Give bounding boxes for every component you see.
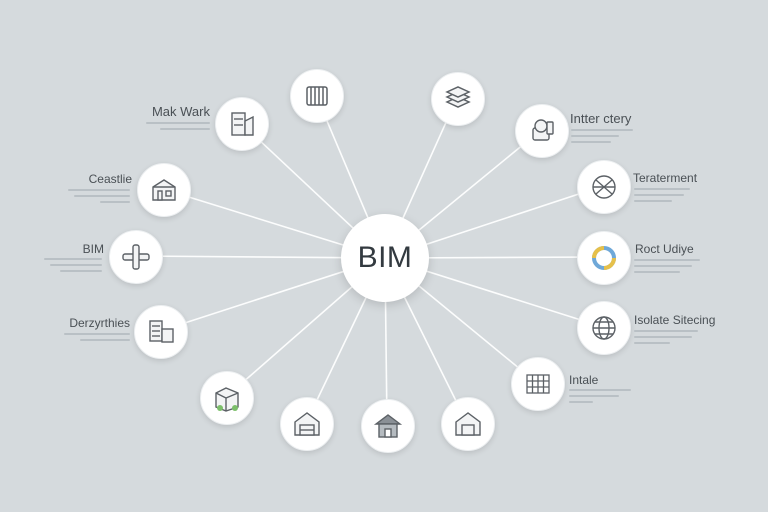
green-building-icon bbox=[215, 387, 239, 412]
stack-node[interactable] bbox=[431, 72, 485, 126]
ceastlie-desc-line bbox=[68, 189, 130, 191]
isolate-sitecing-label: Isolate Sitecing bbox=[634, 313, 716, 327]
isolate-sitecing-desc-line bbox=[634, 342, 670, 344]
mak-wark-node[interactable] bbox=[215, 97, 269, 151]
intale-desc-line bbox=[569, 395, 619, 397]
bim-hub-label: BIM bbox=[357, 241, 413, 274]
house-section-icon bbox=[294, 412, 320, 436]
bim-left-node[interactable] bbox=[109, 230, 163, 284]
ceastlie-desc-line bbox=[100, 201, 130, 203]
derzyrthies-desc-line bbox=[80, 339, 130, 341]
roct-udiye-desc-line bbox=[634, 259, 700, 261]
ceastlie-label: Ceastlie bbox=[88, 172, 132, 186]
bim-hub: BIM bbox=[341, 214, 429, 302]
pipe-junction-icon bbox=[122, 244, 150, 270]
intter-ctery-desc-line bbox=[571, 141, 611, 143]
intale-desc-line bbox=[569, 389, 631, 391]
cycle-arrows-icon bbox=[592, 246, 616, 270]
bim-left-desc-line bbox=[44, 258, 102, 260]
intale-label: Intale bbox=[569, 373, 599, 387]
teraterment-desc-line bbox=[634, 188, 690, 190]
bim-left-desc-line bbox=[60, 270, 102, 272]
building-sheet-icon bbox=[231, 112, 254, 136]
derzyrthies-node[interactable] bbox=[134, 305, 188, 359]
intter-ctery-label: Intter ctery bbox=[570, 111, 632, 126]
modular-blocks-icon bbox=[149, 320, 174, 343]
house-node-1[interactable] bbox=[280, 397, 334, 451]
mak-wark-label: Mak Wark bbox=[151, 104, 210, 119]
bim-left-label: BIM bbox=[82, 242, 104, 256]
column-node[interactable] bbox=[290, 69, 344, 123]
house-node-3[interactable] bbox=[441, 397, 495, 451]
roct-udiye-desc-line bbox=[634, 265, 692, 267]
isolate-sitecing-desc-line bbox=[634, 336, 692, 338]
isolate-sitecing-node[interactable] bbox=[577, 301, 631, 355]
layers-icon bbox=[445, 86, 471, 108]
house-3d-icon bbox=[152, 179, 176, 201]
garage-house-icon bbox=[455, 412, 481, 436]
columns-icon bbox=[306, 86, 328, 106]
derzyrthies-desc-line bbox=[64, 333, 130, 335]
globe-icon bbox=[592, 316, 616, 340]
pipe-fitting-icon bbox=[532, 119, 554, 141]
isolate-sitecing-desc-line bbox=[634, 330, 698, 332]
bim-left-desc-line bbox=[50, 264, 102, 266]
house-node-2[interactable] bbox=[361, 399, 415, 453]
house-icon bbox=[373, 414, 403, 438]
intter-ctery-desc-line bbox=[571, 135, 619, 137]
scaffold-grid-icon bbox=[526, 374, 550, 394]
intale-desc-line bbox=[569, 401, 593, 403]
teraterment-node[interactable] bbox=[577, 160, 631, 214]
green-building-node[interactable] bbox=[200, 371, 254, 425]
roct-udiye-desc-line bbox=[634, 271, 680, 273]
intale-node[interactable] bbox=[511, 357, 565, 411]
ceastlie-node[interactable] bbox=[137, 163, 191, 217]
mak-wark-desc-line bbox=[146, 122, 210, 124]
derzyrthies-label: Derzyrthies bbox=[69, 316, 130, 330]
intter-ctery-desc-line bbox=[571, 129, 633, 131]
teraterment-desc-line bbox=[634, 194, 684, 196]
teraterment-label: Teraterment bbox=[633, 171, 698, 185]
geodesic-dome-icon bbox=[592, 175, 616, 199]
roct-udiye-node[interactable] bbox=[577, 231, 631, 285]
ceastlie-desc-line bbox=[74, 195, 130, 197]
intter-ctery-node[interactable] bbox=[515, 104, 569, 158]
roct-udiye-label: Roct Udiye bbox=[635, 242, 694, 256]
mak-wark-desc-line bbox=[160, 128, 210, 130]
teraterment-desc-line bbox=[634, 200, 672, 202]
